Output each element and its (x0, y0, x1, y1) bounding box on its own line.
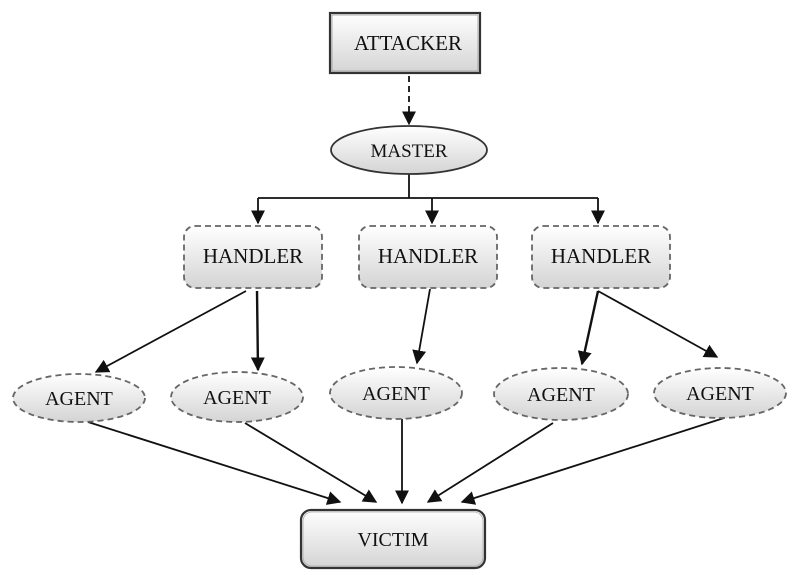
agent-label: AGENT (203, 387, 271, 409)
node-attacker: ATTACKER (328, 11, 482, 75)
arrow-agent-5-to-victim (460, 417, 725, 505)
node-victim: VICTIM (299, 508, 487, 570)
handler-label: HANDLER (203, 244, 303, 268)
attacker-label: ATTACKER (354, 31, 462, 55)
agent-label: AGENT (45, 388, 113, 410)
node-agent-4: AGENT (493, 367, 629, 421)
node-agent-5: AGENT (653, 367, 787, 419)
agent-label: AGENT (686, 383, 754, 405)
handler-label: HANDLER (378, 244, 478, 268)
handler-label: HANDLER (551, 244, 651, 268)
agent-label: AGENT (527, 384, 595, 406)
arrow-agent-2-to-victim (244, 422, 378, 503)
agent-label: AGENT (362, 383, 430, 405)
arrow-handler-1-to-agent-2 (250, 290, 265, 372)
arrow-agent-1-to-victim (87, 421, 342, 505)
connectors (87, 76, 725, 505)
arrow-handler-3-to-agent-5 (597, 290, 719, 358)
master-label: MASTER (370, 141, 447, 162)
arrow-handler-2-to-agent-3 (412, 288, 431, 365)
node-agent-1: AGENT (12, 373, 146, 423)
node-agent-2: AGENT (170, 371, 304, 423)
victim-label: VICTIM (357, 529, 428, 551)
node-handler-3: HANDLER (531, 225, 671, 289)
arrow-handler-3-to-agent-4 (577, 290, 600, 366)
arrow-handler-1-to-agent-1 (94, 290, 247, 373)
node-handler-2: HANDLER (358, 225, 498, 289)
node-handler-1: HANDLER (183, 225, 323, 289)
arrow-agent-4-to-victim (426, 422, 554, 503)
node-master: MASTER (330, 125, 488, 175)
node-agent-3: AGENT (329, 366, 463, 420)
